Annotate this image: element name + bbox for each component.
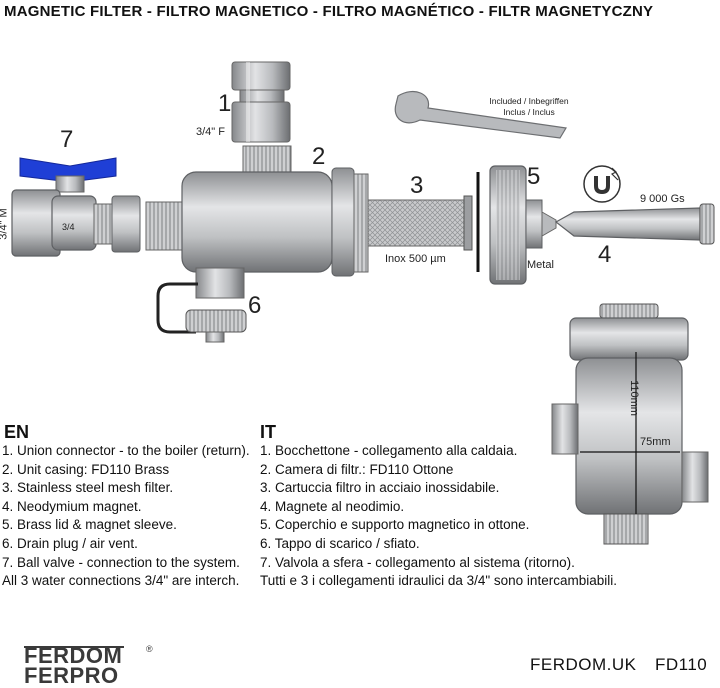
union-connector xyxy=(232,62,290,142)
website-label: FERDOM.UK xyxy=(530,655,637,675)
mesh-filter xyxy=(368,196,472,250)
it-parts-list: 1. Bocchettone - collegamento alla calda… xyxy=(260,442,617,591)
list-item: 6. Tappo di scarico / sfiato. xyxy=(260,535,617,554)
list-item: All 3 water connections 3/4" are interch… xyxy=(2,572,250,591)
magnet-rod xyxy=(556,204,714,244)
list-item: 3. Cartuccia filtro in acciaio inossidab… xyxy=(260,479,617,498)
height-dimension: 110mm xyxy=(628,380,640,416)
callout-3: 3 xyxy=(410,172,423,200)
page-title: MAGNETIC FILTER - FILTRO MAGNETICO - FIL… xyxy=(4,3,653,20)
list-item: 3. Stainless steel mesh filter. xyxy=(2,479,250,498)
list-item: 4. Neodymium magnet. xyxy=(2,498,250,517)
callout-5: 5 xyxy=(527,163,540,191)
mesh-label: Inox 500 µm xyxy=(385,253,446,265)
callout-6: 6 xyxy=(248,292,261,320)
list-item: 2. Unit casing: FD110 Brass xyxy=(2,461,250,480)
included-line-1: Included / Inbegriffen xyxy=(474,96,584,107)
en-parts-list: 1. Union connector - to the boiler (retu… xyxy=(2,442,250,591)
list-item: 1. Bocchettone - collegamento alla calda… xyxy=(260,442,617,461)
callout-2: 2 xyxy=(312,143,325,171)
callout-7: 7 xyxy=(60,126,73,154)
gauss-label: 9 000 Gs xyxy=(640,193,685,205)
lang-en-heading: EN xyxy=(4,422,29,443)
list-item: 5. Brass lid & magnet sleeve. xyxy=(2,516,250,535)
callout-4: 4 xyxy=(598,241,611,269)
valve-size-mark: 3/4 xyxy=(62,222,75,232)
lang-it-heading: IT xyxy=(260,422,276,443)
brand-logo: FERDOM FERPRO xyxy=(24,646,122,686)
metal-label: Metal xyxy=(527,259,554,271)
list-item: 4. Magnete al neodimio. xyxy=(260,498,617,517)
model-label: FD110 xyxy=(655,655,707,675)
list-item: 6. Drain plug / air vent. xyxy=(2,535,250,554)
registered-mark: ® xyxy=(146,644,153,654)
callout-1: 1 xyxy=(218,90,231,118)
magnet-icon xyxy=(584,166,620,202)
size-male-label: 3/4" M xyxy=(0,208,10,239)
brand-line-2: FERPRO xyxy=(24,666,122,686)
list-item: 5. Coperchio e supporto magnetico in ott… xyxy=(260,516,617,535)
included-note: Included / Inbegriffen Inclus / Inclus xyxy=(474,96,584,118)
list-item: 2. Camera di filtr.: FD110 Ottone xyxy=(260,461,617,480)
filter-casing xyxy=(146,146,368,298)
list-item: 7. Valvola a sfera - collegamento al sis… xyxy=(260,554,617,573)
list-item: 7. Ball valve - connection to the system… xyxy=(2,554,250,573)
ball-valve xyxy=(12,158,140,256)
width-dimension: 75mm xyxy=(640,436,671,448)
included-line-2: Inclus / Inclus xyxy=(474,107,584,118)
size-female-label: 3/4" F xyxy=(196,126,225,138)
list-item: Tutti e 3 i collegamenti idraulici da 3/… xyxy=(260,572,617,591)
list-item: 1. Union connector - to the boiler (retu… xyxy=(2,442,250,461)
